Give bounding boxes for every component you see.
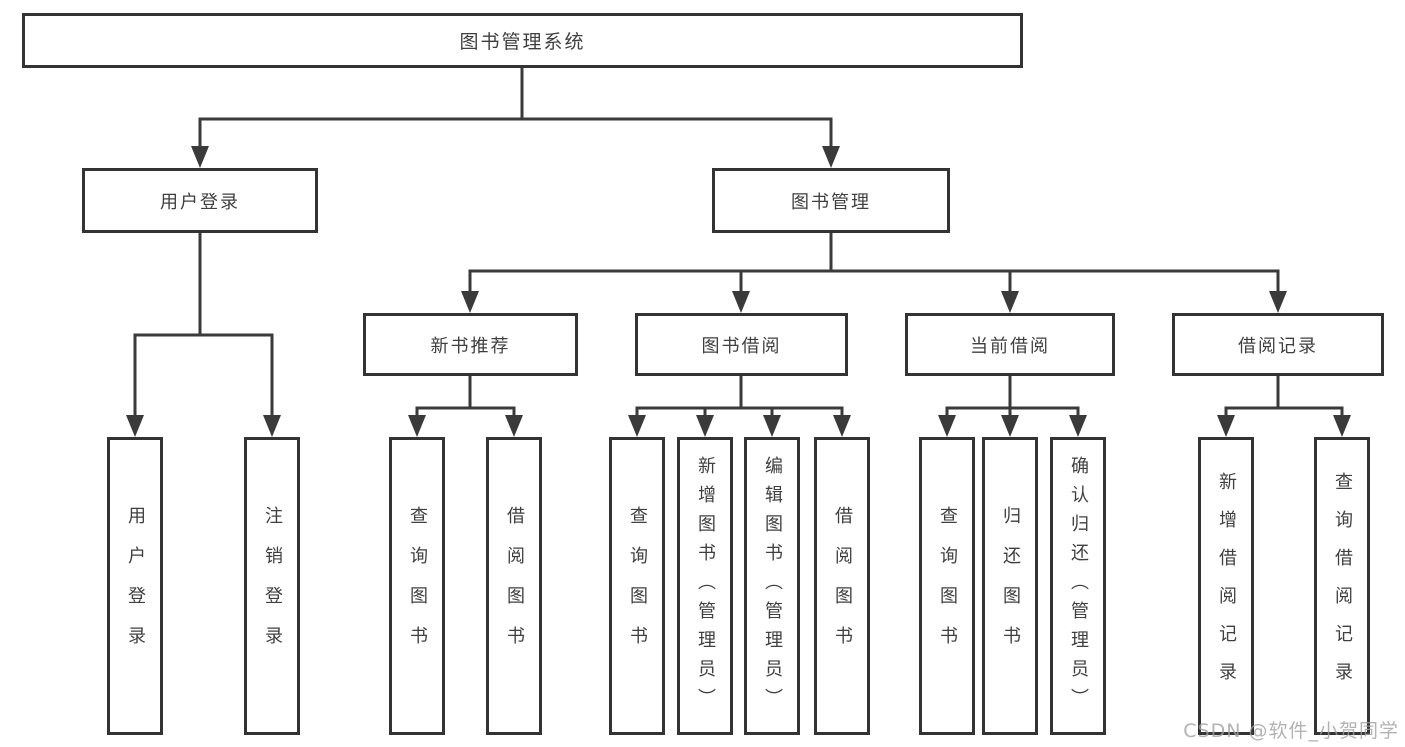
node-new-book-recommendation: 新书推荐 — [363, 313, 578, 376]
leaf-edit-books-admin: 编辑图书（管理员） — [744, 437, 800, 735]
leaf-borrow-books-recommend: 借阅图书 — [486, 437, 542, 735]
leaf-add-borrow-record: 新增借阅记录 — [1198, 437, 1254, 735]
leaf-query-borrow-record: 查询借阅记录 — [1314, 437, 1370, 735]
leaf-query-books-recommend: 查询图书 — [389, 437, 445, 735]
leaf-add-books-admin: 新增图书（管理员） — [677, 437, 733, 735]
leaf-user-login: 用户登录 — [107, 437, 163, 735]
node-user-login: 用户登录 — [82, 168, 318, 233]
node-book-management: 图书管理 — [712, 168, 950, 233]
leaf-logout: 注销登录 — [244, 437, 300, 735]
node-library-management-system: 图书管理系统 — [22, 13, 1023, 68]
leaf-borrow-books: 借阅图书 — [814, 437, 870, 735]
leaf-confirm-return-admin: 确认归还（管理员） — [1050, 437, 1106, 735]
leaf-query-books-current: 查询图书 — [919, 437, 975, 735]
leaf-return-books: 归还图书 — [982, 437, 1038, 735]
node-book-borrowing: 图书借阅 — [635, 313, 848, 376]
watermark-text: CSDN @软件_小贺同学 — [1183, 720, 1399, 742]
node-borrowing-records: 借阅记录 — [1172, 313, 1384, 376]
leaf-query-books-borrow: 查询图书 — [609, 437, 665, 735]
node-current-borrowing: 当前借阅 — [905, 313, 1115, 376]
